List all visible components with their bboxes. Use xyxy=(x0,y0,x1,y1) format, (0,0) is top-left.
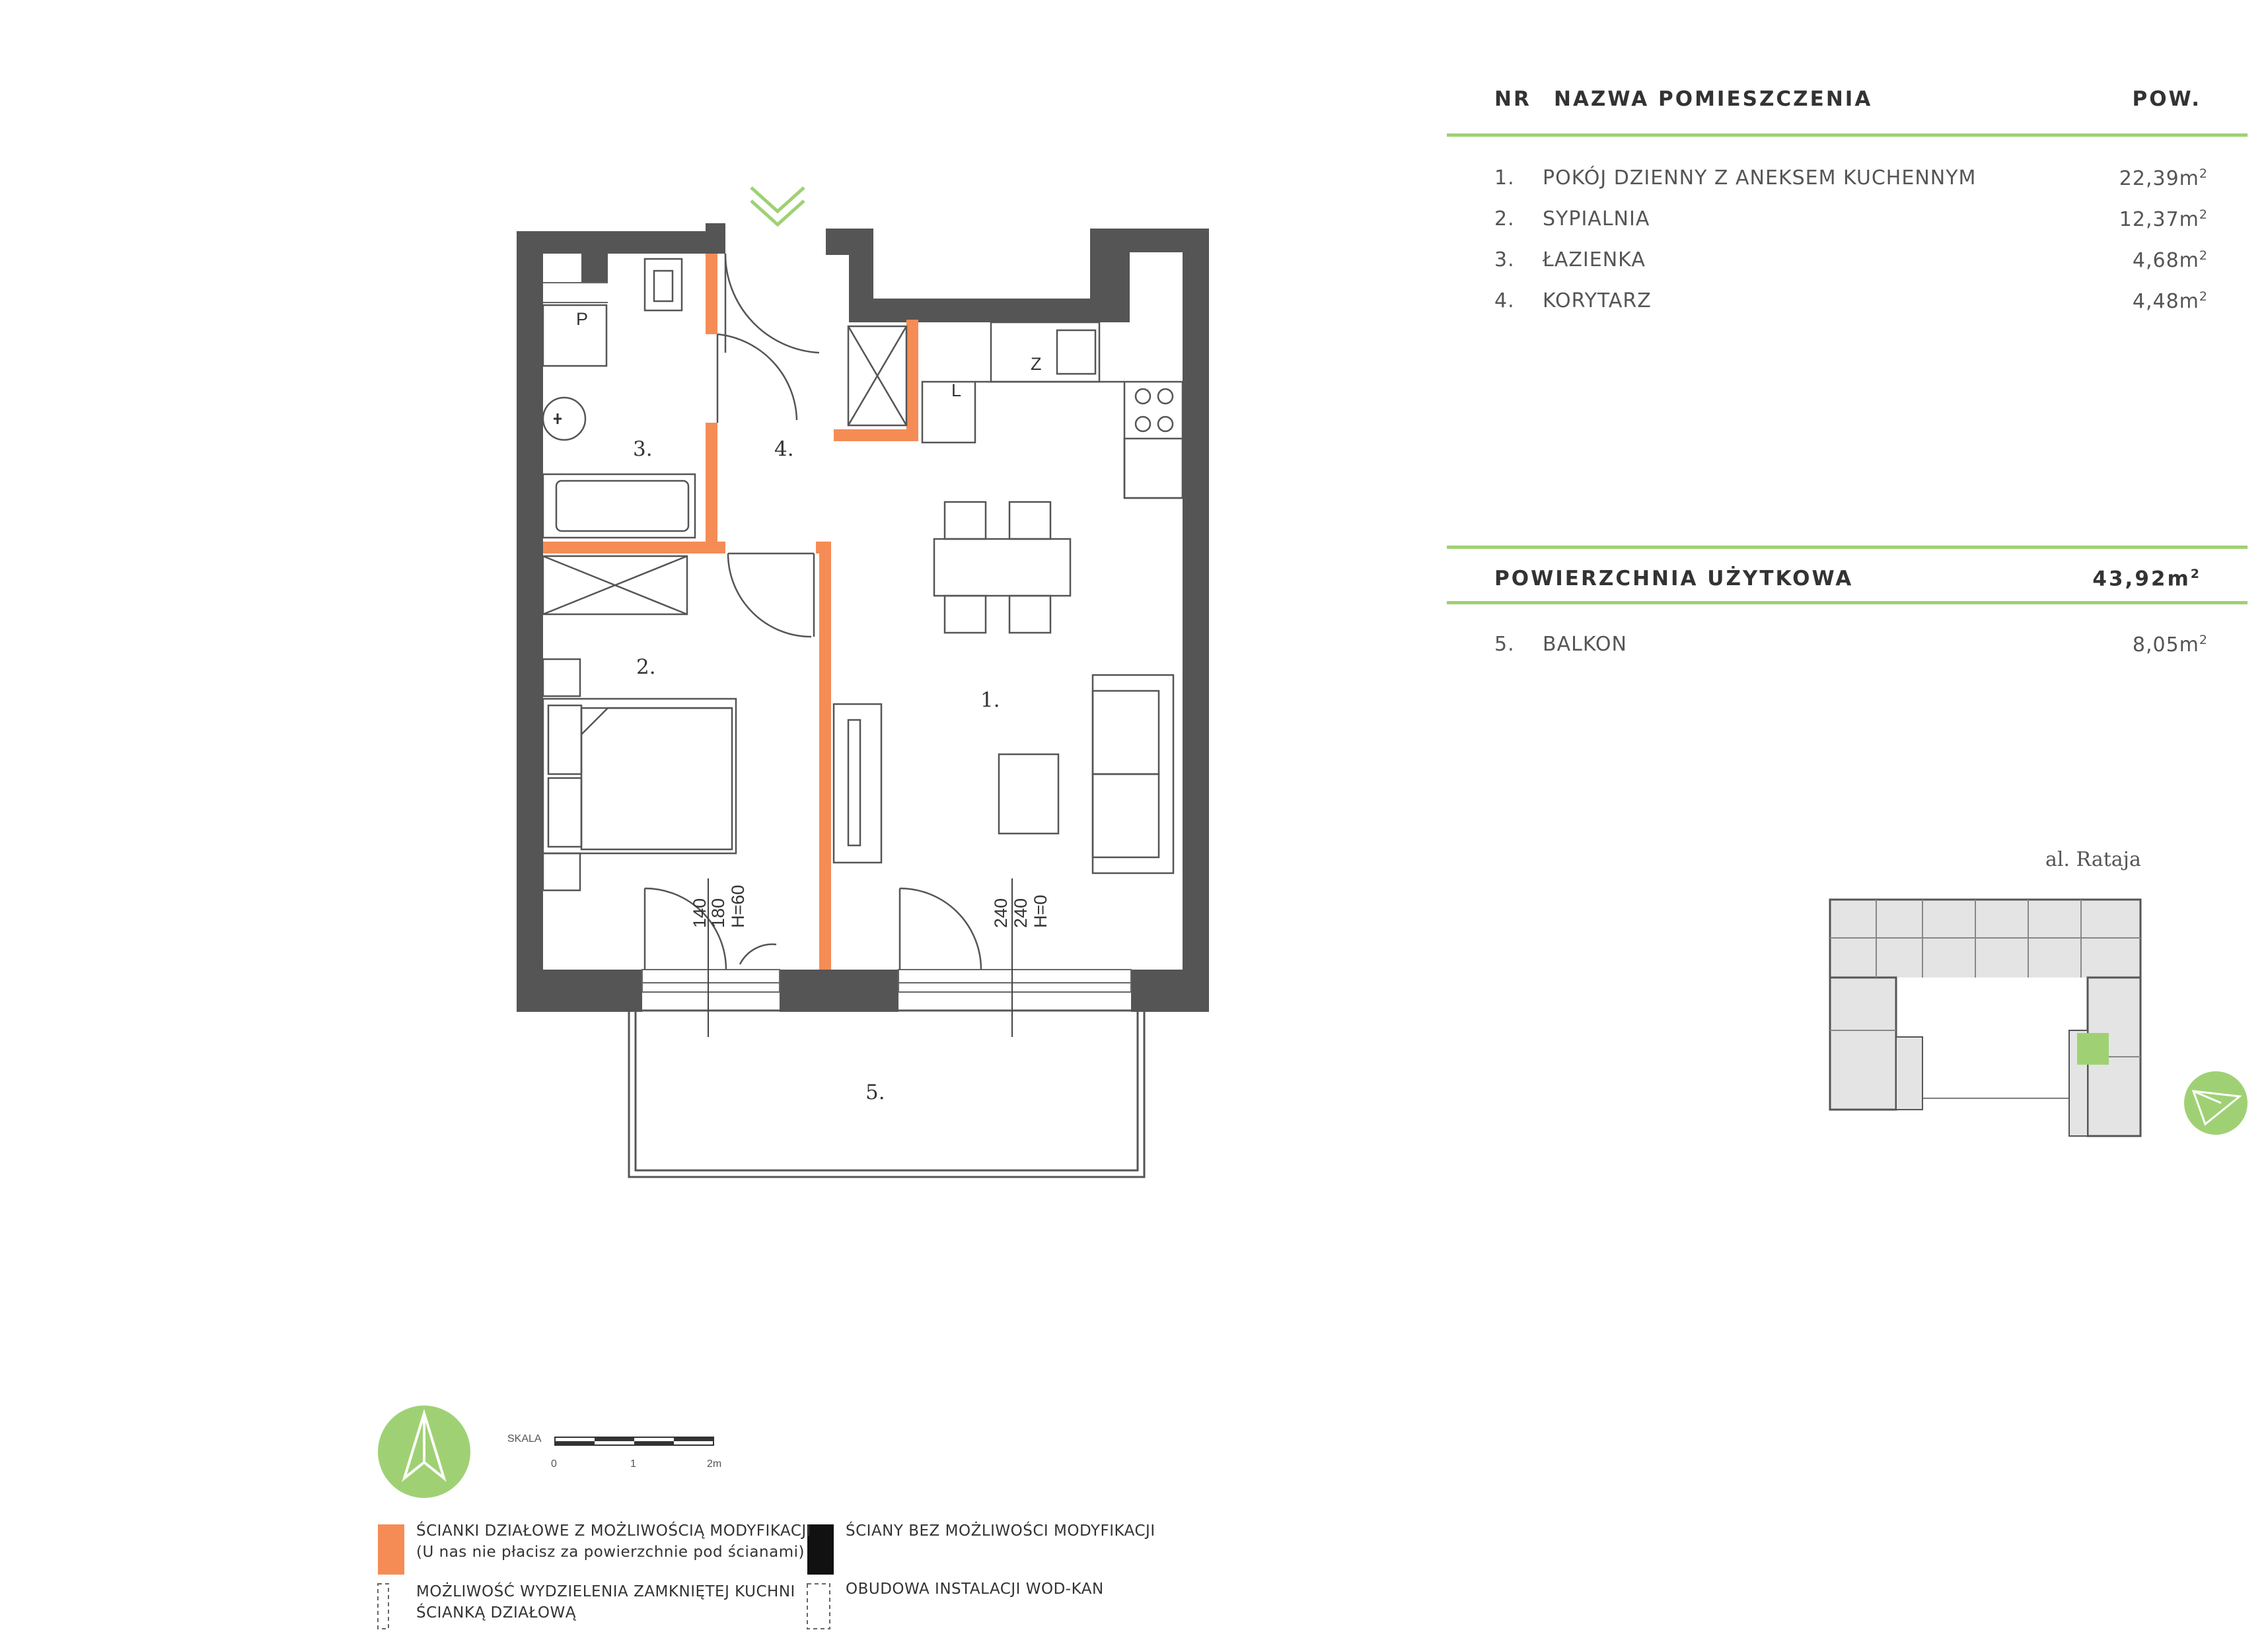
tv-stand xyxy=(832,703,883,864)
table-row: 2. SYPIALNIA 12,37m2 xyxy=(1494,207,2208,231)
scale-tick-0: 0 xyxy=(551,1458,557,1470)
bathtub xyxy=(542,473,696,539)
window-dims-left: 140 180 H=60 xyxy=(690,885,748,928)
total-divider-bottom xyxy=(1447,601,2248,604)
fixed-walls xyxy=(517,223,1209,1012)
doors xyxy=(643,253,982,970)
fixture-label-l: L xyxy=(951,380,961,400)
room-label-4: 4. xyxy=(774,437,794,461)
fridge xyxy=(921,380,976,444)
legend-swatch-fixed xyxy=(807,1524,834,1575)
scale-label: SKALA xyxy=(507,1433,542,1444)
room-label-1: 1. xyxy=(980,688,1000,712)
kitchen-counter xyxy=(990,321,1101,383)
header-nr: NR xyxy=(1494,87,1531,111)
table-row: 4. KORYTARZ 4,48m2 xyxy=(1494,289,2208,313)
kitchen-sink xyxy=(1056,329,1097,375)
washing-machine xyxy=(542,304,608,367)
legend-kitchen-option: MOŻLIWOŚĆ WYDZIELENIA ZAMKNIĘTEJ KUCHNI … xyxy=(416,1583,795,1621)
washbasin xyxy=(542,396,587,441)
total-area: 43,92m2 xyxy=(2092,567,2201,591)
site-north-arrow-icon xyxy=(2184,1071,2248,1135)
header-area: POW. xyxy=(2132,87,2201,111)
bathroom-fixtures xyxy=(542,258,696,539)
room-label-5: 5. xyxy=(865,1081,885,1104)
svg-text:H=0: H=0 xyxy=(1031,895,1050,928)
coffee-table xyxy=(998,753,1060,835)
windows xyxy=(641,969,1132,993)
svg-text:H=60: H=60 xyxy=(728,885,748,928)
dimension-lines xyxy=(708,878,1013,1037)
modifiable-walls xyxy=(543,254,918,970)
scale-tick-2: 2m xyxy=(707,1458,722,1470)
fixture-label-z: Z xyxy=(1031,354,1042,374)
dining-set xyxy=(933,501,1072,634)
total-label: POWIERZCHNIA UŻYTKOWA xyxy=(1494,567,1854,590)
living-furniture xyxy=(832,674,1175,874)
interior-lines xyxy=(543,282,608,303)
svg-text:140: 140 xyxy=(690,898,710,928)
scale-bar xyxy=(554,1437,714,1446)
room-label-2: 2. xyxy=(636,655,656,679)
north-arrow-icon xyxy=(378,1406,470,1498)
room-label-3: 3. xyxy=(633,437,653,461)
header-name: NAZWA POMIESZCZENIA xyxy=(1554,87,1873,111)
svg-text:240: 240 xyxy=(991,898,1011,928)
total-row: POWIERZCHNIA UŻYTKOWA 43,92m2 xyxy=(1447,563,2248,609)
total-divider-top xyxy=(1447,546,2248,549)
street-label: al. Rataja xyxy=(2045,848,2141,871)
table-row: 1. POKÓJ DZIENNY Z ANEKSEM KUCHENNYM 22,… xyxy=(1494,166,2208,190)
scale-tick-1: 1 xyxy=(630,1458,636,1470)
kitchen xyxy=(921,321,1184,499)
table-header: NR NAZWA POMIESZCZENIA POW. xyxy=(1447,83,2248,129)
legend-swatch-modifiable xyxy=(378,1524,404,1575)
cooktop xyxy=(1123,380,1184,499)
table-row: 3. ŁAZIENKA 4,68m2 xyxy=(1494,248,2208,272)
site-plan xyxy=(1829,898,2142,1137)
tap-icon xyxy=(554,413,562,424)
fixture-label-p: P xyxy=(576,309,588,329)
bed xyxy=(542,658,737,892)
highlighted-unit xyxy=(2077,1033,2109,1065)
window-dims-right: 240 240 H=0 xyxy=(991,895,1050,928)
header-divider xyxy=(1447,133,2248,137)
legend-modifiable-walls: ŚCIANKI DZIAŁOWE Z MOŻLIWOŚCIĄ MODYFIKAC… xyxy=(416,1522,811,1561)
svg-text:180: 180 xyxy=(708,898,728,928)
svg-text:240: 240 xyxy=(1011,898,1031,928)
legend-fixed-walls: ŚCIANY BEZ MOŻLIWOŚCI MODYFIKACJI xyxy=(846,1522,1155,1540)
legend-swatch-kitchen xyxy=(377,1583,389,1629)
toilet xyxy=(643,258,683,312)
legend-swatch-plumbing xyxy=(807,1583,830,1629)
wardrobes xyxy=(542,325,908,616)
entrance-arrow-icon xyxy=(750,186,805,227)
balcony-row: 5. BALKON 8,05m2 xyxy=(1494,633,2208,657)
legend-plumbing: OBUDOWA INSTALACJI WOD-KAN xyxy=(846,1581,1104,1598)
balcony xyxy=(628,1009,1146,1178)
